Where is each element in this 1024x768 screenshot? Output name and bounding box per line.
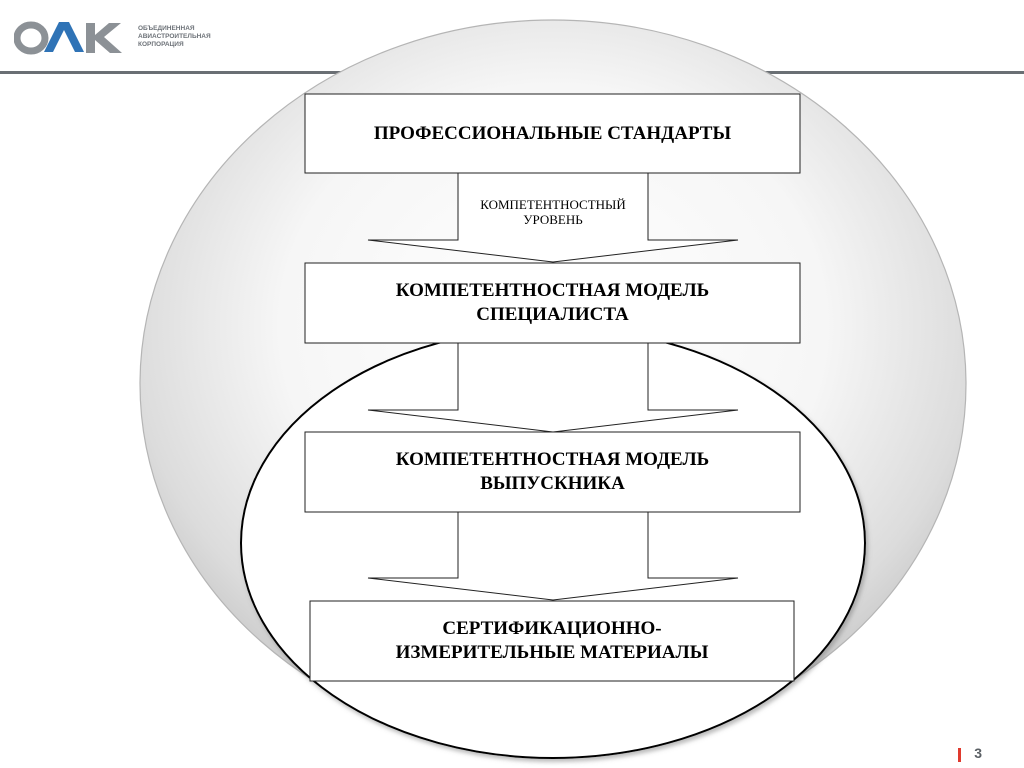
header-divider-right [640,71,1024,74]
arrow-1 [367,172,739,263]
logo-caption-line-2: АВИАСТРОИТЕЛЬНАЯ [138,33,211,40]
box-4-shape [309,600,795,682]
box-graduate-model: КОМПЕТЕНТНОСТНАЯ МОДЕЛЬ ВЫПУСКНИКА [395,449,710,494]
logo-caption: ОБЪЕДИНЕННАЯ АВИАСТРОИТЕЛЬНАЯ КОРПОРАЦИЯ [138,25,228,49]
page-number-accent [958,748,961,762]
page-number: 3 [974,745,982,761]
arrow-1-label: КОМПЕТЕНТНОСТНЫЙ УРОВЕНЬ [480,197,626,227]
box-1-shape [304,93,801,174]
arrow-2 [367,342,739,433]
oak-logo-icon [14,21,122,55]
arrow-3 [367,511,739,601]
box-3-shape [304,431,801,513]
logo-caption-line-3: КОРПОРАЦИЯ [138,41,184,48]
box-assessment-materials: СЕРТИФИКАЦИОННО- ИЗМЕРИТЕЛЬНЫЕ МАТЕРИАЛЫ [395,618,709,663]
box-2-shape [304,262,801,344]
box-specialist-model: КОМПЕТЕНТНОСТНАЯ МОДЕЛЬ СПЕЦИАЛИСТА [395,280,710,325]
company-logo: ОБЪЕДИНЕННАЯ АВИАСТРОИТЕЛЬНАЯ КОРПОРАЦИЯ [14,18,214,58]
header-divider-left [0,71,372,74]
box-professional-standards: ПРОФЕССИОНАЛЬНЫЕ СТАНДАРТЫ [373,122,732,144]
logo-caption-line-1: ОБЪЕДИНЕННАЯ [138,25,195,32]
